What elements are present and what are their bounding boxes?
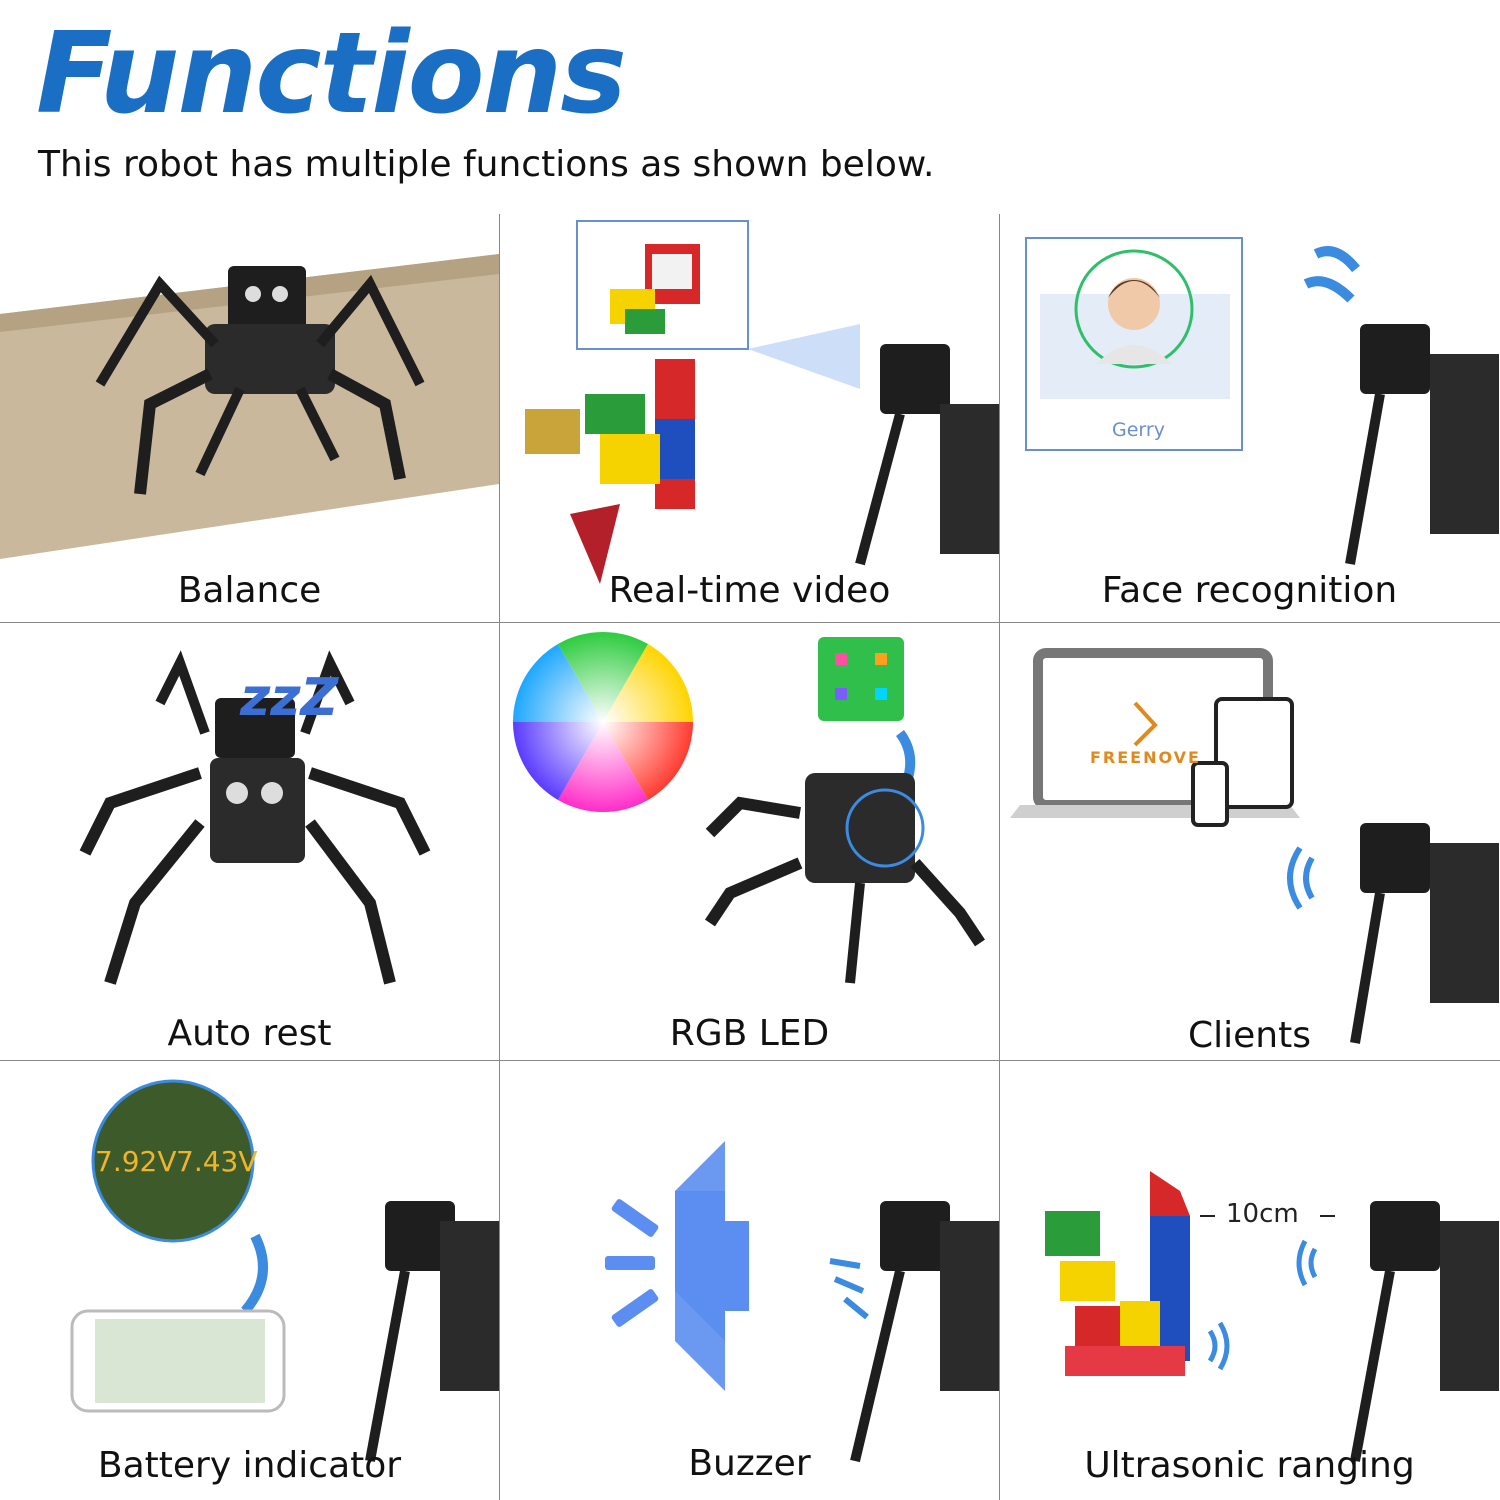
page-subtitle: This robot has multiple functions as sho… [38, 144, 935, 185]
feature-caption: Balance [177, 570, 322, 611]
battery-voltage-1: 7.92V [95, 1145, 177, 1178]
sleep-illustration [79, 650, 431, 985]
face-name-label: Gerry [1112, 419, 1165, 441]
sleep-icon: zzZ [240, 668, 339, 728]
feature-caption: RGB LED [669, 1013, 830, 1054]
feature-grid: . Balance Real-time video [0, 214, 1500, 1500]
feature-battery-indicator: 7.92V 7.43V Battery indicator [0, 1061, 499, 1500]
feature-ultrasonic-ranging: 10cm Ultrasonic ranging [1000, 1061, 1499, 1500]
ultrasonic-illustration [1045, 1171, 1499, 1462]
feature-balance: . Balance [0, 214, 499, 622]
rgb-led-illustration [513, 631, 985, 984]
distance-label: 10cm [1226, 1199, 1299, 1229]
page-title: Functions [36, 9, 627, 139]
battery-voltage-2: 7.43V [176, 1145, 258, 1178]
feature-caption: Battery indicator [97, 1445, 402, 1486]
feature-caption: Clients [1188, 1015, 1311, 1056]
feature-real-time-video: Real-time video [500, 214, 999, 622]
grid-divider [999, 214, 1000, 1500]
freenove-logo: FREENOVE [1090, 748, 1201, 767]
battery-illustration [70, 1079, 499, 1462]
grid-divider [0, 622, 1500, 623]
devices-illustration [1010, 648, 1499, 1044]
feature-caption: Face recognition [1101, 570, 1398, 611]
feature-caption: Real-time video [608, 570, 891, 611]
balance-illustration: . [0, 214, 499, 559]
balance-icon: . [0, 214, 1, 215]
feature-rgb-led: RGB LED [500, 623, 999, 1060]
face-illustration [1025, 237, 1499, 565]
speaker-icon [605, 1141, 749, 1391]
feature-caption: Auto rest [167, 1013, 332, 1054]
feature-caption: Ultrasonic ranging [1084, 1445, 1415, 1486]
grid-divider [0, 1060, 1500, 1061]
speaker-illustration [605, 1141, 999, 1463]
grid-divider [499, 214, 500, 1500]
color-wheel [513, 631, 693, 813]
feature-caption: Buzzer [688, 1443, 811, 1484]
feature-clients: FREENOVE Clients [1000, 623, 1499, 1060]
feature-auto-rest: zzZ Auto rest [0, 623, 499, 1060]
feature-buzzer: Buzzer [500, 1061, 999, 1500]
camera-illustration [525, 220, 999, 584]
feature-face-recognition: Gerry Face recognition [1000, 214, 1499, 622]
